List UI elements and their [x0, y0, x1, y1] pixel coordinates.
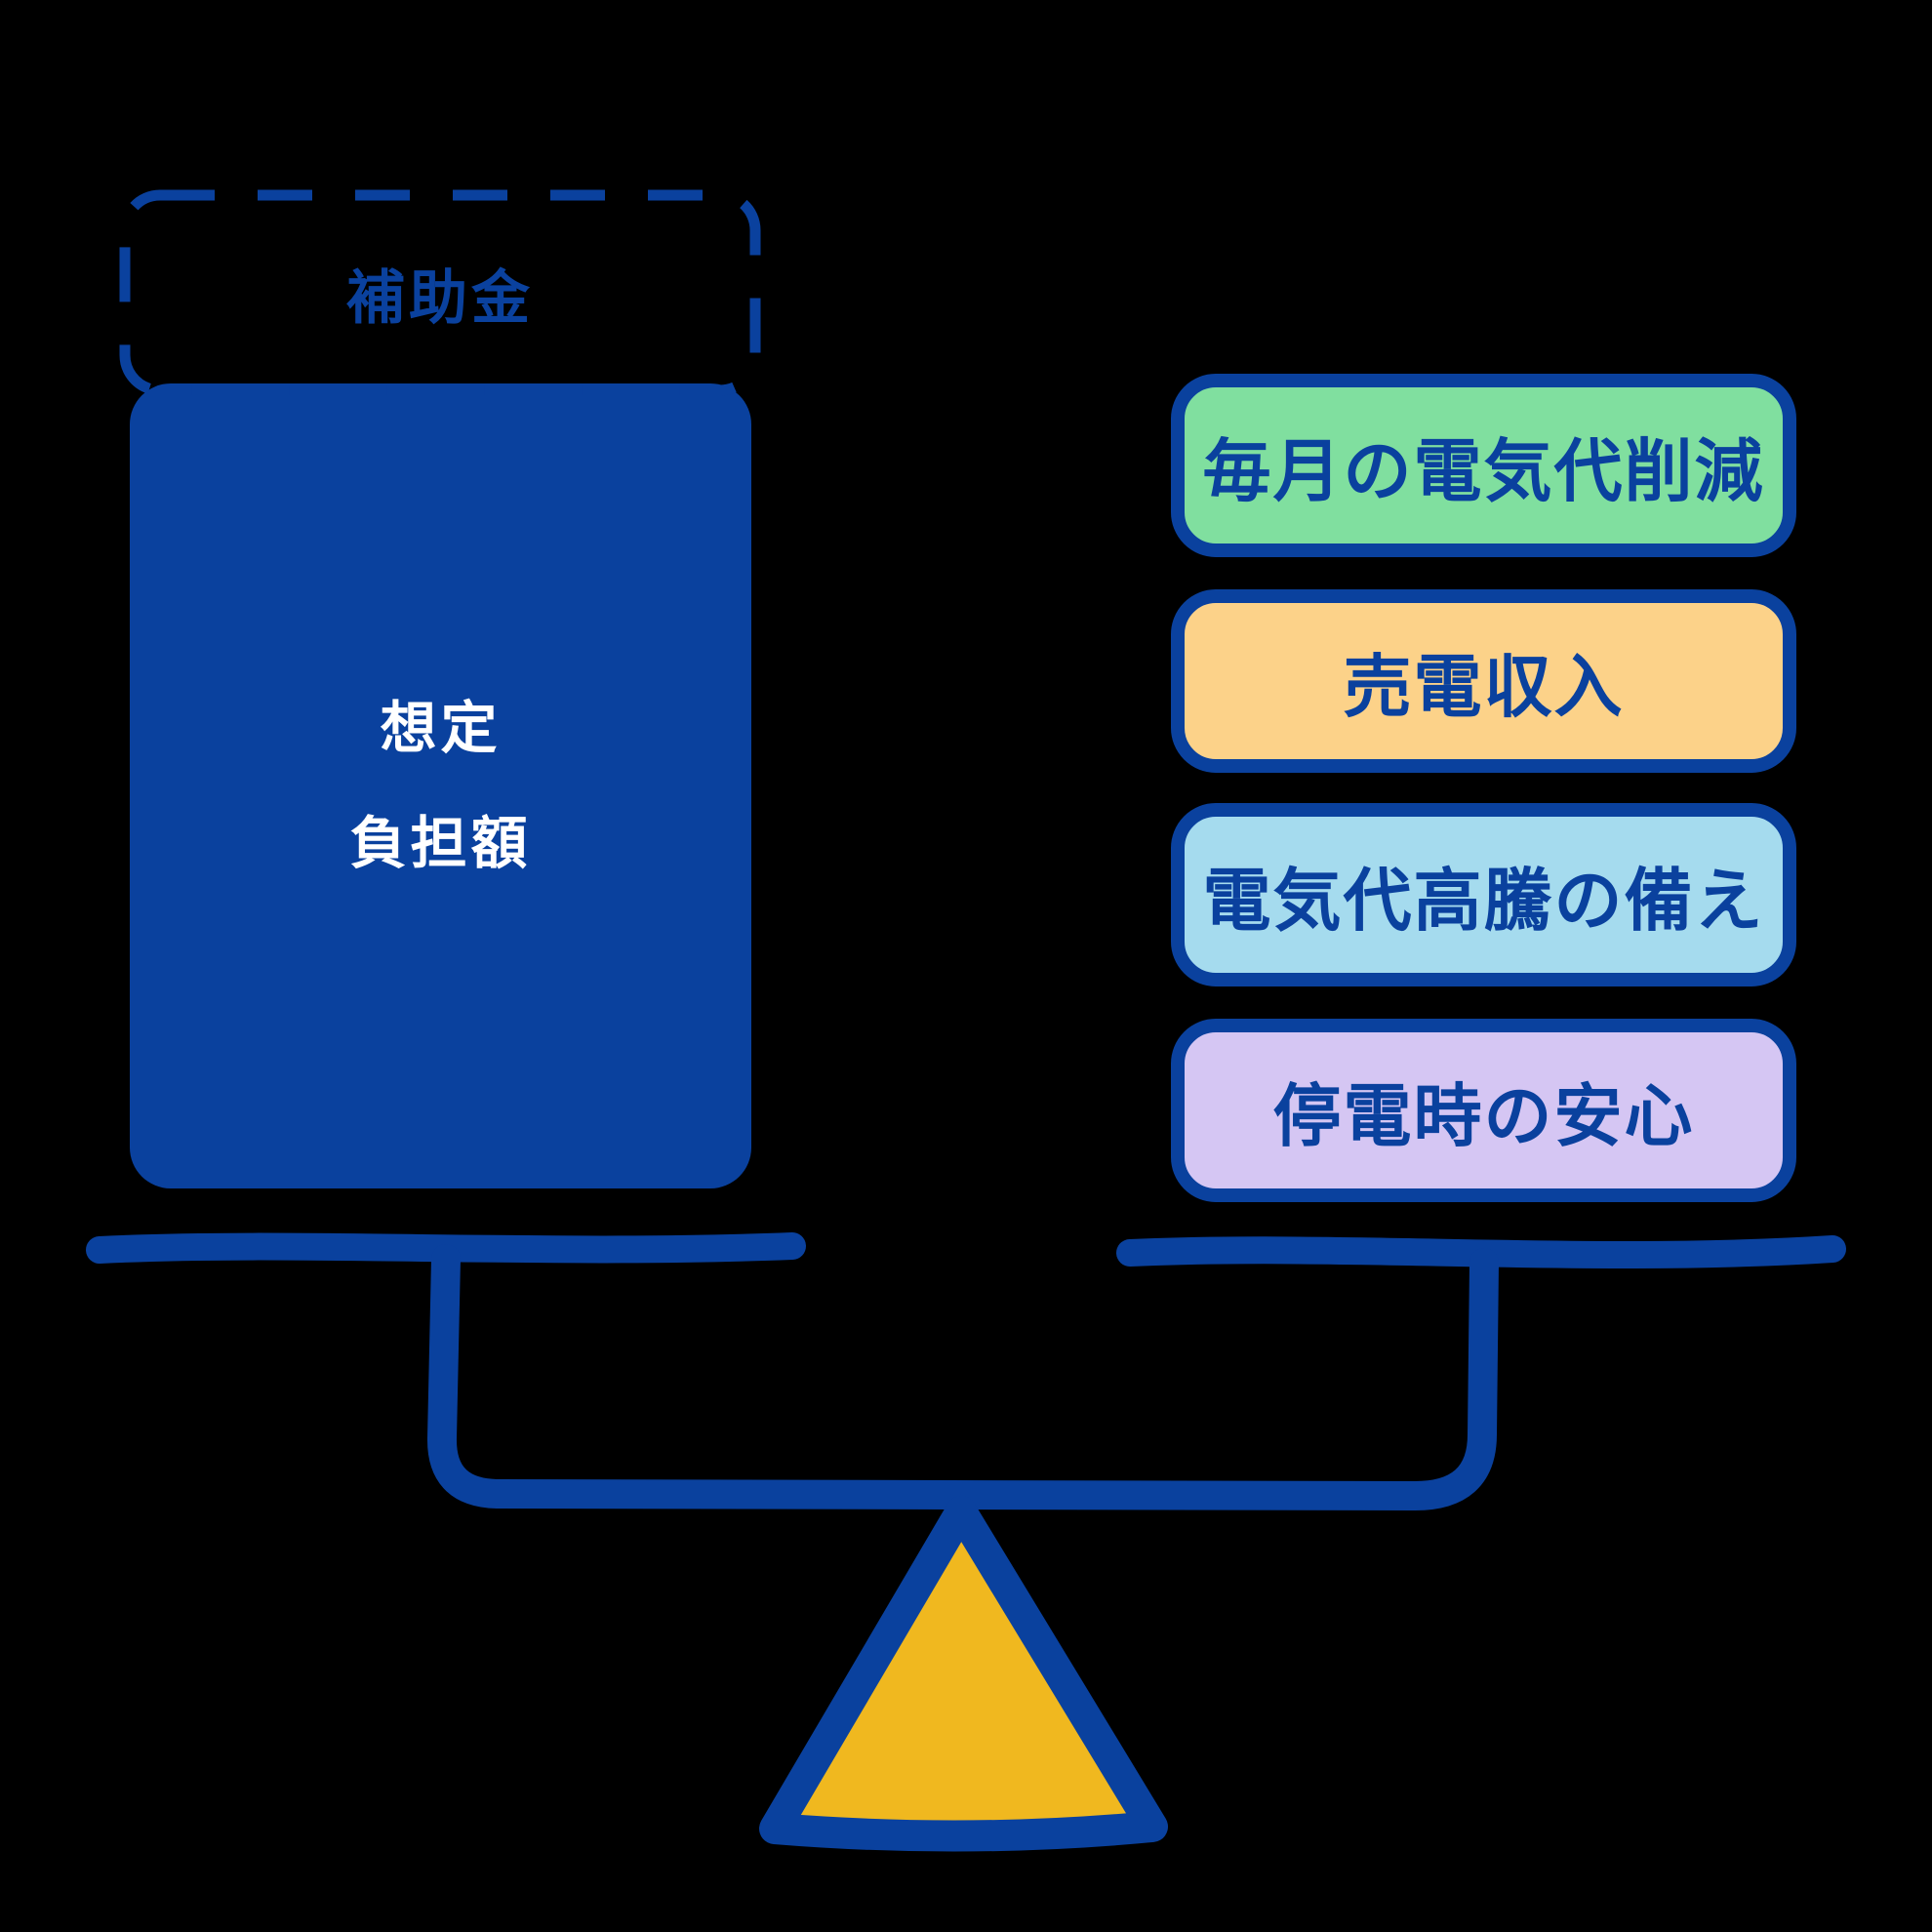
- benefit-chip-label: 毎月の電気代削減: [1202, 432, 1765, 509]
- benefit-chip-blackout-peace-of-mind: 停電時の安心: [1171, 1019, 1796, 1202]
- benefit-chip-price-surge-preparation: 電気代高騰の備え: [1171, 803, 1796, 986]
- benefit-chip-label: 電気代高騰の備え: [1202, 862, 1765, 939]
- benefit-chip-electricity-savings: 毎月の電気代削減: [1171, 374, 1796, 557]
- burden-label-line1: 想定: [380, 696, 502, 760]
- subsidy-dashed-box: 補助金: [125, 195, 755, 390]
- stand-connector: [427, 1244, 1499, 1511]
- fulcrum-triangle: [759, 1496, 1168, 1852]
- burden-box: 想定 負担額: [130, 383, 751, 1188]
- burden-label-line2: 負担額: [349, 811, 532, 875]
- right-beam: [1116, 1235, 1846, 1269]
- left-beam: [86, 1232, 806, 1264]
- benefit-chip-label: 停電時の安心: [1272, 1077, 1695, 1154]
- benefit-chip-label: 売電収入: [1343, 648, 1625, 725]
- benefit-chip-sell-power-income: 売電収入: [1171, 589, 1796, 773]
- subsidy-label: 補助金: [346, 264, 534, 331]
